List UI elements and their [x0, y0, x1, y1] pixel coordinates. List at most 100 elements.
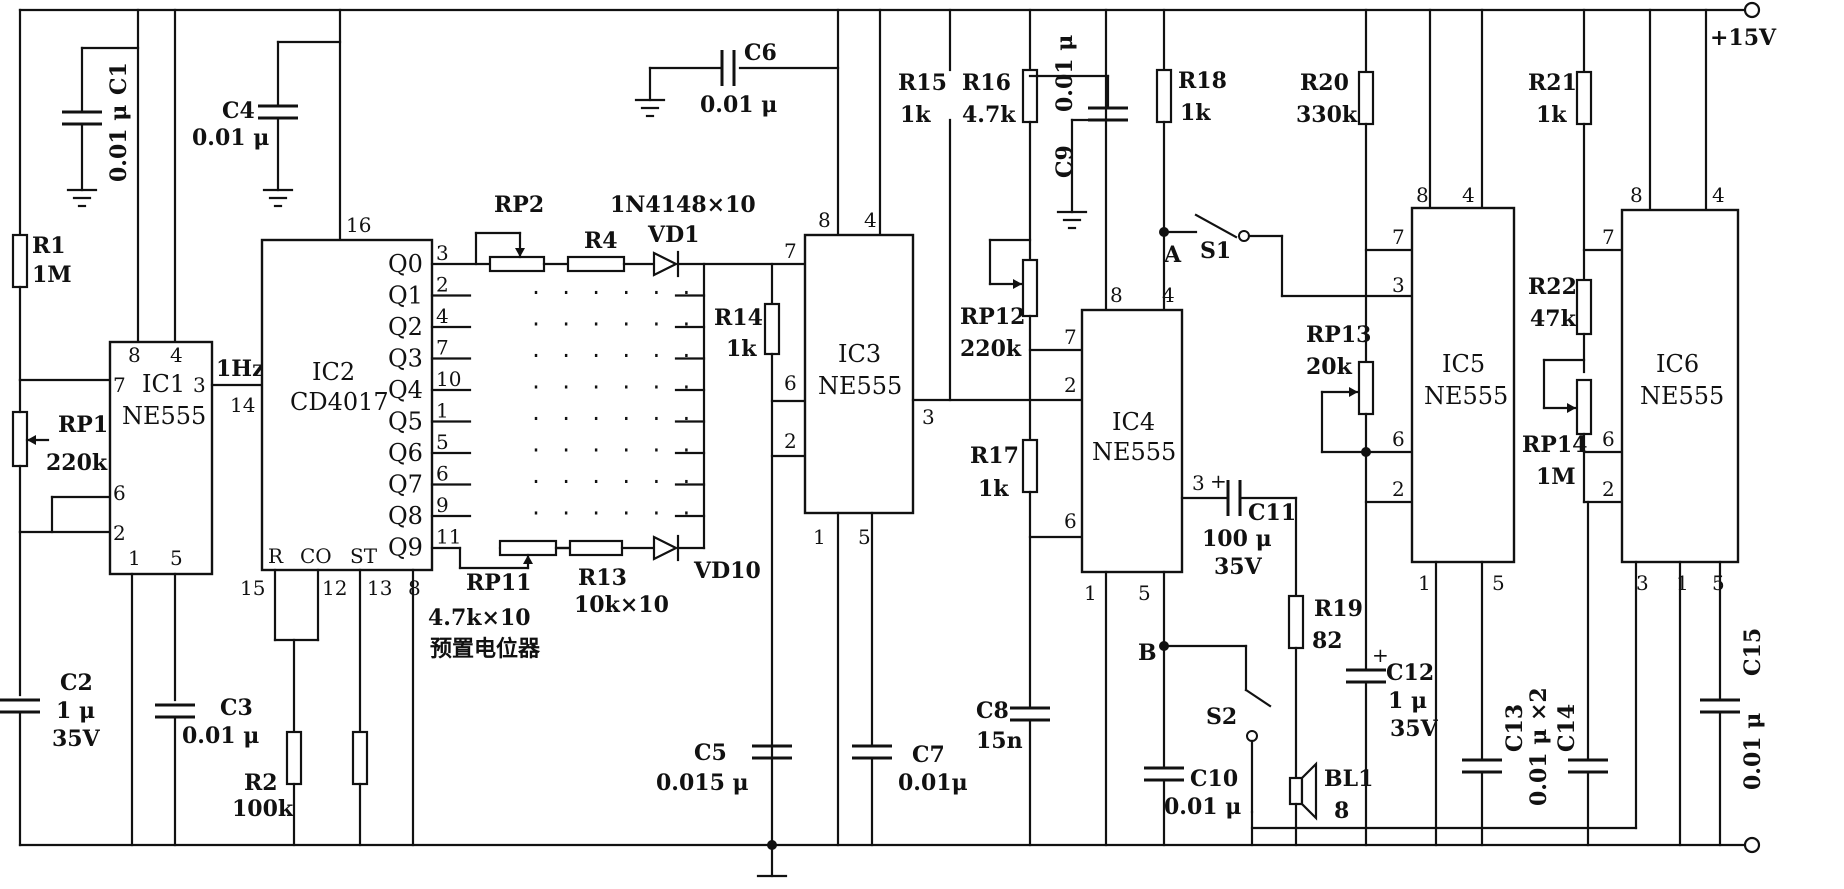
c4-ref: C4: [222, 98, 255, 124]
ic1-type: NE555: [122, 402, 206, 430]
rp2-ref: RP2: [494, 192, 544, 218]
c15-ref: C15: [1740, 628, 1766, 676]
ic5-pin8: 8: [1416, 183, 1429, 207]
ic5-pin4: 4: [1462, 183, 1475, 207]
r16-resistor: [1021, 68, 1039, 124]
presets-value: 4.7k×10: [428, 605, 531, 631]
c2-value: 1 μ: [56, 698, 95, 724]
r2-resistor: [285, 730, 303, 786]
ic2-output-pin: 3: [436, 241, 449, 265]
rp14-ref: RP14: [1522, 432, 1587, 458]
r4-ref: R4: [584, 228, 618, 254]
matrix-ellipsis: · · · · · ·: [530, 470, 695, 494]
r4-resistor: [566, 255, 626, 273]
diodes-spec: 1N4148×10: [610, 192, 756, 218]
power-rails: +15V: [18, 1, 1777, 854]
ic3-chip: [803, 233, 915, 515]
ic3-pin2: 2: [784, 429, 797, 453]
c3-ref: C3: [220, 695, 253, 721]
ic2-type: CD4017: [290, 388, 389, 416]
matrix-ellipsis: · · · · · ·: [530, 375, 695, 399]
ic6-pin8: 8: [1630, 183, 1643, 207]
ic4-pin2: 2: [1064, 373, 1077, 397]
r18-resistor: [1155, 68, 1173, 124]
ic4-section: R15 1k R16 4.7k 0.01 μ C9 RP12 220k R17: [898, 8, 1638, 847]
c6-value: 0.01 μ: [700, 92, 777, 118]
rp13-ref: RP13: [1306, 322, 1371, 348]
ic5-type: NE555: [1424, 382, 1508, 410]
r19-ref: R19: [1314, 596, 1363, 622]
r22-ref: R22: [1528, 274, 1577, 300]
ic2-output-pin: 6: [436, 462, 449, 486]
c9-ref: C9: [1052, 145, 1078, 178]
ic2-pin15: 15: [240, 576, 265, 600]
c7-ref: C7: [912, 742, 945, 768]
rp1-value: 220k: [46, 450, 108, 476]
ic6-name: IC6: [1656, 350, 1699, 378]
ic2-output-pin: 2: [436, 273, 449, 297]
ic1-pin4: 4: [170, 343, 183, 367]
vd10-diode: [652, 535, 679, 561]
ic2-output-label: Q1: [388, 282, 423, 310]
ic2-output-pin: 11: [436, 525, 461, 549]
r20-resistor: [1357, 70, 1375, 126]
r17-value: 1k: [978, 476, 1009, 502]
supply-label: +15V: [1710, 25, 1777, 51]
ic5-pin6: 6: [1392, 427, 1405, 451]
rp1-ref: RP1: [58, 412, 108, 438]
ic4-pin1: 1: [1084, 581, 1097, 605]
presets-note: 预置电位器: [430, 636, 541, 662]
ic2-output-label: Q4: [388, 376, 423, 404]
ic2-output-label: Q2: [388, 313, 423, 341]
bl1-value: 8: [1334, 798, 1349, 824]
ic6-pin6: 6: [1602, 427, 1615, 451]
r21-value: 1k: [1536, 102, 1567, 128]
c8-ref: C8: [976, 698, 1009, 724]
r22-resistor: [1575, 278, 1593, 336]
r2-value: 100k: [232, 796, 294, 822]
r13-value: 10k×10: [574, 592, 669, 618]
r2-ref: R2: [244, 770, 278, 796]
ground-terminal: [1743, 836, 1761, 854]
c10-ref: C10: [1190, 766, 1238, 792]
c2-rating: 35V: [52, 726, 101, 752]
ic1-name: IC1: [142, 370, 185, 398]
r16-value: 4.7k: [962, 102, 1016, 128]
ic3-pin5: 5: [858, 525, 871, 549]
ic3-name: IC3: [838, 340, 881, 368]
ic1-section: R1 1M RP1 220k C2 1 μ 35V C1 0.01 μ: [0, 8, 265, 847]
matrix-ellipsis: · · · · · ·: [530, 501, 695, 525]
ic1-pin1: 1: [128, 546, 141, 570]
ic2-output-label: Q9: [388, 534, 423, 562]
ic5-section: R20 330k RP13 20k + C12 1 μ 35V IC5 NE55…: [1296, 8, 1552, 847]
r1-ref: R1: [32, 233, 66, 259]
ic2-output-label: Q0: [388, 250, 423, 278]
rp12-ref: RP12: [960, 304, 1025, 330]
ic3-type: NE555: [818, 372, 902, 400]
r15-value: 1k: [900, 102, 931, 128]
c3-value: 0.01 μ: [182, 723, 259, 749]
c13-ref: C13: [1502, 704, 1528, 752]
ic5-pin2: 2: [1392, 477, 1405, 501]
ic5-pin3: 3: [1392, 273, 1405, 297]
ic5-name: IC5: [1442, 350, 1485, 378]
ic3-pin7: 7: [784, 239, 797, 263]
ic2-pin14: 14: [230, 393, 255, 417]
r14-value: 1k: [726, 336, 757, 362]
ic6-section: R21 1k R22 47k RP14 1M C14 IC6 NE555 8 4…: [1522, 8, 1766, 847]
rp12-value: 220k: [960, 336, 1022, 362]
r20-ref: R20: [1300, 70, 1349, 96]
ic1-pin7: 7: [113, 373, 126, 397]
rp14-potentiometer: [1575, 378, 1593, 436]
c10-value: 0.01 μ: [1164, 794, 1241, 820]
ic2-output-pin: 4: [436, 304, 449, 328]
c1-ref: C1: [106, 62, 132, 95]
ic5-chip: [1410, 206, 1516, 564]
r18-value: 1k: [1180, 100, 1211, 126]
c12-polarity: +: [1372, 643, 1389, 667]
r1-resistor: [11, 233, 29, 289]
r15-ref: R15: [898, 70, 947, 96]
rp13-value: 20k: [1306, 354, 1353, 380]
ic4-pin5: 5: [1138, 581, 1151, 605]
